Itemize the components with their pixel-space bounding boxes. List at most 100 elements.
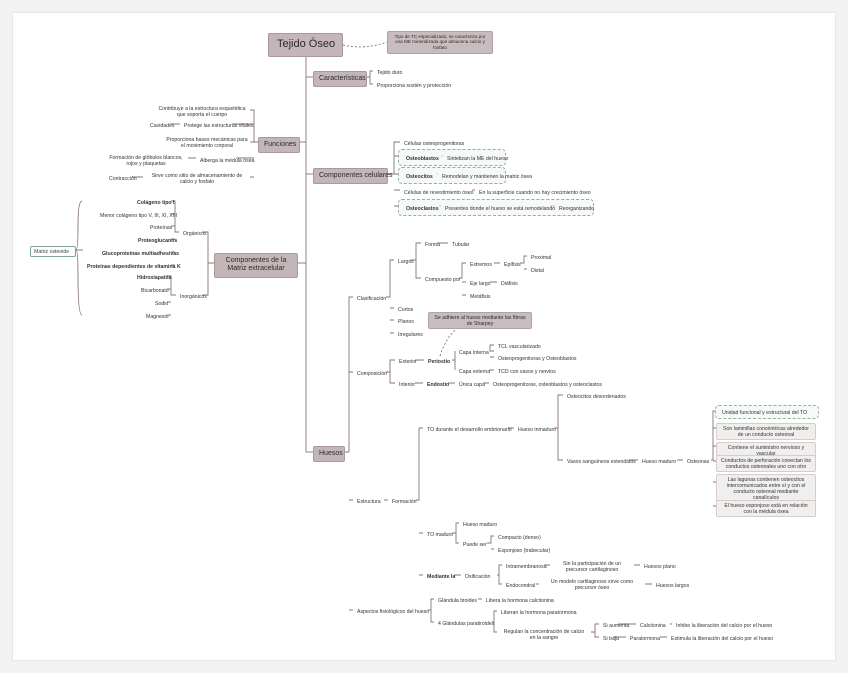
clasificacion-label[interactable]: Clasificación <box>357 295 387 302</box>
comp-osteo-unica[interactable]: Osteoprogenitoras, osteoblastos y osteoc… <box>493 381 602 388</box>
comp-periostio[interactable]: Periostio <box>428 358 451 365</box>
est-hueso-maduro[interactable]: Hueso maduro <box>463 521 498 528</box>
funcion-item[interactable]: Protege las estructuras vitales <box>184 122 254 129</box>
est-osificacion[interactable]: Osificación <box>465 573 491 580</box>
clas-largos[interactable]: Largos <box>398 258 414 265</box>
est-to-maduro[interactable]: TO maduro <box>427 531 454 538</box>
organicos-label[interactable]: Orgánicos <box>183 230 207 237</box>
clas-diafisis[interactable]: Diáfisis <box>501 280 518 287</box>
celula-item[interactable]: Osteocitos <box>406 173 433 180</box>
organico-item[interactable]: Glucoproteínas multiadhesivas <box>102 250 179 257</box>
osteona-item[interactable]: Las lagunas contienen osteocitos interco… <box>716 474 816 504</box>
root-node[interactable]: Tejido Óseo <box>268 33 343 57</box>
inorganicos-label[interactable]: Inorgánicos <box>180 293 207 300</box>
comp-capa-externa[interactable]: Capa externa <box>459 368 491 375</box>
inorganico-item[interactable]: Bicarbonato <box>141 287 169 294</box>
est-vasos[interactable]: Vasos sanguíneos extendidos <box>567 458 636 465</box>
asp-calcitonina2[interactable]: Calcitonina <box>640 622 666 629</box>
comp-interior[interactable]: Interior <box>399 381 416 388</box>
osteona-item[interactable]: Son laminillas concéntricas alrededor de… <box>716 423 816 441</box>
est-puede-ser[interactable]: Puede ser <box>463 541 487 548</box>
branch-caracteristicas[interactable]: Características <box>313 71 367 88</box>
clas-tubular[interactable]: Tubular <box>452 241 470 248</box>
aspectos-label[interactable]: Aspectos fisiológicos del hueso <box>357 608 430 615</box>
clas-forma[interactable]: Forma <box>425 241 440 248</box>
est-maduro[interactable]: Hueso maduro <box>642 458 677 465</box>
osteona-item[interactable]: Conductos de perforación conectan los co… <box>716 455 816 473</box>
funcion-left-item[interactable]: Contracción <box>109 175 137 182</box>
branch-componentes-celulares[interactable]: Componentes celulares <box>313 168 393 185</box>
asp-paratiroides[interactable]: 4 Glándulas paratiroides <box>438 620 495 627</box>
clas-compuesto[interactable]: Compuesto por <box>425 276 461 283</box>
celula-desc[interactable]: Remodelan y mantienen la matriz ósea <box>442 173 532 180</box>
funcion-item[interactable]: Contribuye a la estructura esquelética q… <box>158 105 246 118</box>
inorganico-item[interactable]: Magnesio <box>146 313 169 320</box>
organico-item[interactable]: Menor colágeno tipo V, III, XI, XIII <box>100 212 178 219</box>
asp-tiroides[interactable]: Glándula tiroides <box>438 597 477 604</box>
est-esponjoso[interactable]: Esponjoso (trabecular) <box>498 547 551 554</box>
est-modelo[interactable]: Un modelo cartilaginoso sirve como precu… <box>550 578 634 591</box>
clas-proximal[interactable]: Proximal <box>531 254 552 261</box>
matriz-osteoide[interactable]: Matriz osteoide <box>30 246 76 258</box>
comp-exterior[interactable]: Exterior <box>399 358 417 365</box>
estructura-label[interactable]: Estructura <box>357 498 381 505</box>
celula-item[interactable]: Osteoclastos <box>406 205 439 212</box>
comp-tcl[interactable]: TCL vascularizado <box>498 343 541 350</box>
asp-regulan[interactable]: Regulan la concentración de calcio en la… <box>503 628 585 641</box>
comp-capa-interna[interactable]: Capa interna <box>459 349 489 356</box>
inorganico-item[interactable]: Hidroxiapatita <box>137 274 172 281</box>
comp-osteo-int[interactable]: Osteoprogenitoras y Osteoblastos <box>498 355 577 362</box>
est-sin-part[interactable]: Sin la participación de un precursor car… <box>563 560 621 573</box>
asp-paratormona[interactable]: Liberan la hormona paratormona <box>501 609 577 616</box>
asp-inhibe[interactable]: Inhibe la liberación del calcio por el h… <box>676 622 773 629</box>
clas-extremos[interactable]: Extremos <box>470 261 492 268</box>
composicion-label[interactable]: Composición <box>357 370 387 377</box>
clas-eje[interactable]: Eje largo <box>470 280 491 287</box>
funcion-left-item[interactable]: Cavidades <box>150 122 175 129</box>
branch-matriz[interactable]: Componentes de la Matriz extracelular <box>214 253 298 278</box>
sharpey-note[interactable]: Se adhiere al hueso mediante las fibras … <box>428 312 532 330</box>
branch-huesos[interactable]: Huesos <box>313 446 345 463</box>
clas-planos[interactable]: Planos <box>398 318 414 325</box>
est-inmaduro[interactable]: Hueso inmaduro <box>518 426 557 433</box>
celula-desc[interactable]: En la superficie cuando no hay crecimien… <box>479 189 591 196</box>
organico-item[interactable]: Proteínas dependientes de vitamina K <box>87 263 181 270</box>
funcion-item[interactable]: Proporciona bases mecánicas para el movi… <box>166 136 248 149</box>
clas-distal[interactable]: Distal <box>531 267 544 274</box>
organico-item[interactable]: Colágeno tipo I <box>137 199 175 206</box>
est-td[interactable]: TO durante el desarrollo embrionario <box>427 426 512 433</box>
asp-paratormona2[interactable]: Paratormona <box>630 635 660 642</box>
celula-desc[interactable]: Sintetizan la ME del hueso <box>447 155 509 162</box>
branch-funciones[interactable]: Funciones <box>258 137 300 154</box>
est-osteonas[interactable]: Osteonas <box>687 458 710 465</box>
asp-baja[interactable]: Si baja <box>603 635 619 642</box>
est-desordenados[interactable]: Osteocitos desordenados <box>567 393 626 400</box>
celula-extra[interactable]: Reorganizando <box>559 205 595 212</box>
organico-item[interactable]: Proteínas <box>150 224 173 231</box>
clas-metafisis[interactable]: Metáfisis <box>470 293 491 300</box>
celula-item[interactable]: Osteoblastos <box>406 155 439 162</box>
caracteristica-item[interactable]: Proporciona sostén y protección <box>377 82 452 89</box>
osteona-item[interactable]: Unidad funcional y estructural del TO <box>722 409 808 416</box>
comp-endostio[interactable]: Endostio <box>427 381 450 388</box>
comp-unica[interactable]: Única capa <box>459 381 485 388</box>
caracteristica-item[interactable]: Tejido duro <box>377 69 403 76</box>
asp-estimula[interactable]: Estimula la liberación del calcio por el… <box>671 635 774 642</box>
clas-epifisis[interactable]: Epífisis <box>504 261 521 268</box>
est-mediante[interactable]: Mediante la <box>427 573 456 580</box>
est-compacto[interactable]: Compacto (denso) <box>498 534 541 541</box>
est-formacion[interactable]: Formación <box>392 498 417 505</box>
osteona-item[interactable]: El hueso esponjoso está en relación con … <box>716 500 816 518</box>
celula-item[interactable]: Células osteoprogenitoras <box>404 140 465 147</box>
inorganico-item[interactable]: Sodio <box>155 300 169 307</box>
clas-cortos[interactable]: Cortos <box>398 306 414 313</box>
clas-irregulares[interactable]: Irregulares <box>398 331 423 338</box>
funcion-item[interactable]: Alberga la médula ósea <box>200 157 255 164</box>
comp-tcd[interactable]: TCD con vasos y nervios <box>498 368 556 375</box>
est-largos[interactable]: Huesos largos <box>656 582 690 589</box>
funcion-left-item[interactable]: Formación de glóbulos blancos, rojos y p… <box>109 154 183 167</box>
funcion-item[interactable]: Sirve como sitio de almacenamiento de ca… <box>151 172 243 185</box>
organico-item[interactable]: Proteoglucanos <box>138 237 178 244</box>
celula-item[interactable]: Células de revestimiento óseo <box>404 189 474 196</box>
est-intramembranosa[interactable]: Intramembranosa <box>506 563 547 570</box>
